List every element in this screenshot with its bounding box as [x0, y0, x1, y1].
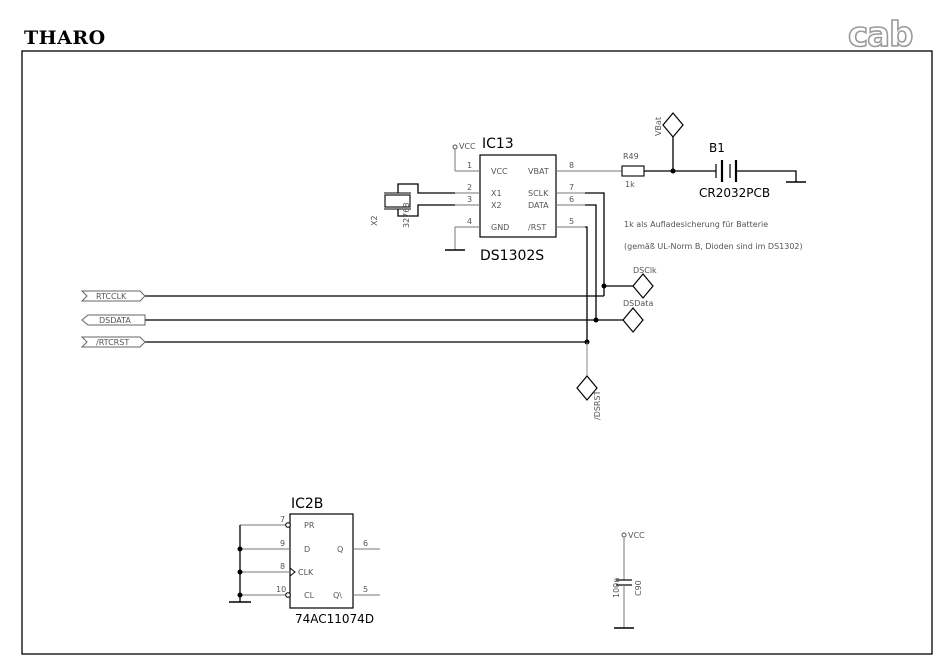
- ic13-pin7-label: SCLK: [528, 189, 549, 198]
- ic2b-pin5-num: 5: [363, 585, 368, 594]
- ic13-pin3-num: 3: [467, 195, 472, 204]
- ic2b-pin-clk-label: CLK: [298, 568, 314, 577]
- ic13-pin1-num: 1: [467, 161, 472, 170]
- rtcrst-label: /RTCRST: [96, 338, 129, 347]
- dsclk-label: DSClk: [633, 266, 657, 275]
- crystal-ref: X2: [370, 215, 379, 226]
- ic13-pin5-num: 5: [569, 217, 574, 226]
- ic13-pin6-label: DATA: [528, 201, 549, 210]
- ic13-pin2-label: X1: [491, 189, 502, 198]
- ic2b-pin6-num: 6: [363, 539, 368, 548]
- c90-vcc-symbol: [622, 533, 626, 537]
- dsclk-port: [633, 274, 653, 298]
- ic13-pin1-label: VCC: [491, 167, 508, 176]
- dsdata-label: DSData: [623, 299, 653, 308]
- resistor-ref: R49: [623, 152, 639, 161]
- note-line-1: 1k als Aufladesicherung für Batterie: [624, 220, 768, 229]
- rtcclk-label: RTCCLK: [96, 292, 127, 301]
- ic13-pin6-num: 6: [569, 195, 574, 204]
- ic2b-pin10-num: 10: [276, 585, 286, 594]
- resistor-r49: [622, 166, 644, 176]
- battery-circuit: R49 1k VBat B1 CR2032PCB: [585, 113, 806, 200]
- ic13-pin3-label: X2: [491, 201, 502, 210]
- drawing-frame: [22, 51, 932, 654]
- ic2b-pin-cl-label: CL: [304, 591, 315, 600]
- ic13-pin8-label: VBAT: [528, 167, 549, 176]
- resistor-value: 1k: [625, 180, 635, 189]
- ic13-vcc-symbol: [453, 145, 457, 149]
- dsrst-label: /DSRST: [593, 390, 602, 420]
- crystal-x2: X2 32768: [370, 184, 455, 228]
- note-line-2: (gemäß UL-Norm B, Dioden sind im DS1302): [624, 242, 803, 251]
- capacitor-c90: VCC 100n C90: [612, 531, 645, 628]
- battery-ref: B1: [709, 141, 725, 155]
- ic2b-part: 74AC11074D: [295, 612, 374, 626]
- ic2b-pin7-num: 7: [280, 515, 285, 524]
- ic13-block: IC13 DS1302S 1 2 3 4 VCC X1 X2 GND 8 7 6…: [445, 136, 585, 264]
- ic13-part: DS1302S: [480, 248, 544, 264]
- c90-value: 100n: [612, 578, 621, 598]
- ic2b-ref: IC2B: [291, 496, 323, 512]
- ic13-ref: IC13: [482, 136, 514, 152]
- dsdata-port: [623, 308, 643, 332]
- ic2b-pin-q-label: Q: [337, 545, 343, 554]
- dsdata-in-label: DSDATA: [99, 316, 131, 325]
- ic2b-pin-d-label: D: [304, 545, 310, 554]
- tharo-logo: THARO: [24, 27, 106, 49]
- c90-ref: C90: [634, 580, 643, 596]
- c90-vcc-label: VCC: [628, 531, 645, 540]
- ic2b-pin-pr-label: PR: [304, 521, 315, 530]
- ic2b-pin-qn-label: Q\: [333, 591, 342, 600]
- ic13-vcc-label: VCC: [459, 142, 476, 151]
- vbat-port: [663, 113, 683, 137]
- ic2b-body: [290, 514, 353, 608]
- vbat-label: VBat: [654, 117, 663, 136]
- ic13-pin2-num: 2: [467, 183, 472, 192]
- ic13-pin5-label: /RST: [528, 223, 546, 232]
- ic13-pin4-label: GND: [491, 223, 509, 232]
- ic2b-pin8-num: 8: [280, 562, 285, 571]
- ic13-pin7-num: 7: [569, 183, 574, 192]
- cab-logo: cab: [848, 15, 912, 55]
- crystal-value: 32768: [402, 203, 411, 228]
- ic13-pin4-num: 4: [467, 217, 472, 226]
- battery-part: CR2032PCB: [699, 186, 770, 200]
- ic2b-block: IC2B 74AC11074D 7 9 8 10 PR D CLK CL 6 5…: [229, 496, 380, 626]
- ic2b-pin9-num: 9: [280, 539, 285, 548]
- ic13-pin8-num: 8: [569, 161, 574, 170]
